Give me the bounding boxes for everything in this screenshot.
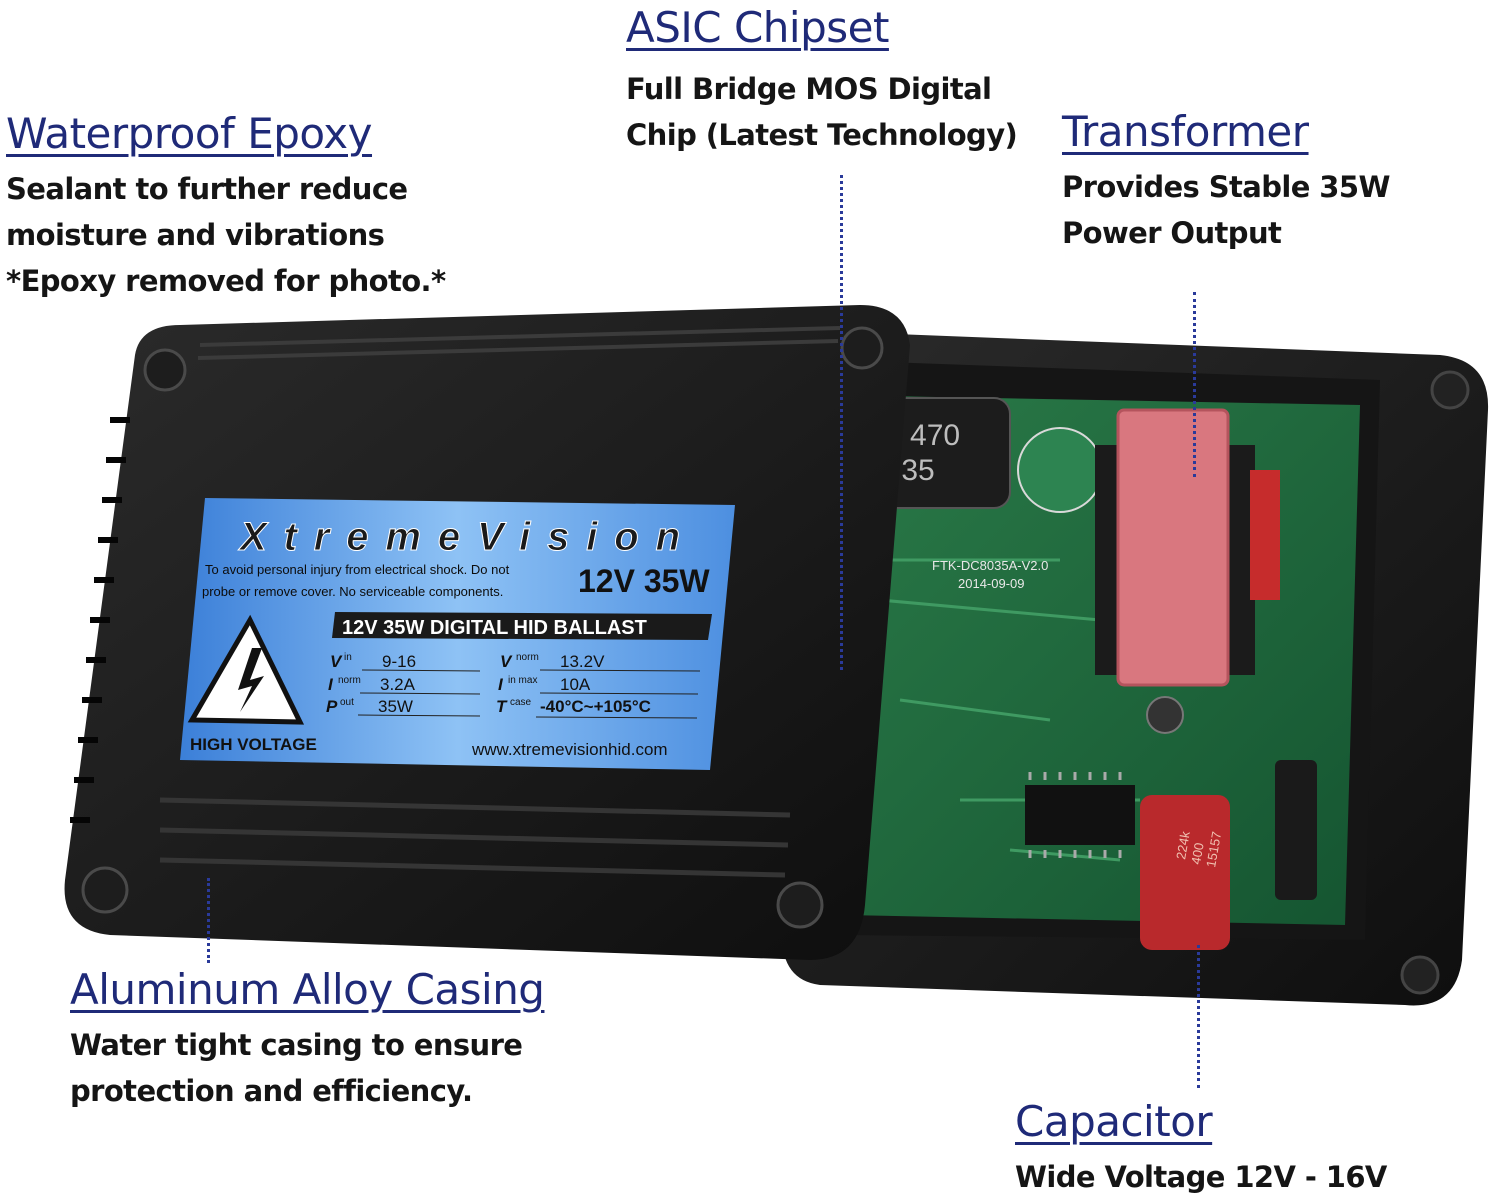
capacitor-line-1: Wide Voltage 12V - 16V <box>1015 1160 1387 1194</box>
asic-line-2: Chip (Latest Technology) <box>626 118 1018 152</box>
label-high-voltage: HIGH VOLTAGE <box>190 735 317 754</box>
svg-text:I: I <box>498 675 504 694</box>
casing-annotation: Aluminum Alloy Casing Water tight casing… <box>70 964 545 1114</box>
label-warning-2: probe or remove cover. No serviceable co… <box>202 584 503 599</box>
svg-text:norm: norm <box>516 652 539 663</box>
svg-text:15157: 15157 <box>1203 830 1224 868</box>
svg-text:I: I <box>328 675 334 694</box>
svg-text:400: 400 <box>1188 842 1207 866</box>
transformer-line-1: Provides Stable 35W <box>1062 170 1390 204</box>
casing-line-1: Water tight casing to ensure <box>70 1028 523 1062</box>
asic-chip <box>1025 785 1135 845</box>
svg-text:-40°C~+105°C: -40°C~+105°C <box>540 697 651 716</box>
svg-text:in max: in max <box>508 675 537 686</box>
asic-leader-line <box>840 175 843 670</box>
label-url: www.xtremevisionhid.com <box>471 740 668 759</box>
svg-text:9-16: 9-16 <box>382 652 416 671</box>
capacitor-annotation: Capacitor Wide Voltage 12V - 16V <box>1015 1096 1387 1200</box>
svg-text:in: in <box>344 652 352 663</box>
epoxy-title: Waterproof Epoxy <box>6 109 373 158</box>
label-warning-1: To avoid personal injury from electrical… <box>205 562 510 577</box>
epoxy-line-3: *Epoxy removed for photo.* <box>6 264 446 298</box>
svg-text:13.2V: 13.2V <box>560 652 605 671</box>
epoxy-annotation: Waterproof Epoxy Sealant to further redu… <box>6 108 446 304</box>
casing-leader-line <box>207 878 210 963</box>
transformer-annotation: Transformer Provides Stable 35W Power Ou… <box>1062 106 1390 256</box>
asic-line-1: Full Bridge MOS Digital <box>626 72 992 106</box>
label-product: 12V 35W DIGITAL HID BALLAST <box>342 617 647 639</box>
transformer <box>1095 408 1280 687</box>
epoxy-line-2: moisture and vibrations <box>6 218 385 252</box>
capacitor-leader-line <box>1197 945 1200 1088</box>
label-rating: 12V 35W <box>578 563 710 599</box>
svg-text:224k: 224k <box>1173 830 1193 861</box>
capacitor-title: Capacitor <box>1015 1097 1213 1146</box>
svg-text:T: T <box>496 697 508 716</box>
epoxy-line-1: Sealant to further reduce <box>6 172 408 206</box>
film-capacitor: 224k 400 15157 <box>1140 795 1230 950</box>
svg-text:35W: 35W <box>378 697 413 716</box>
svg-text:2014-09-09: 2014-09-09 <box>958 576 1025 591</box>
svg-text:case: case <box>510 697 532 708</box>
svg-text:norm: norm <box>338 675 361 686</box>
diode <box>1275 760 1317 900</box>
transformer-title: Transformer <box>1062 107 1309 156</box>
svg-text:3.2A: 3.2A <box>380 675 416 694</box>
svg-text:10A: 10A <box>560 675 591 694</box>
asic-title: ASIC Chipset <box>626 3 889 52</box>
casing-title: Aluminum Alloy Casing <box>70 965 545 1014</box>
svg-text:out: out <box>340 697 354 708</box>
casing-line-2: protection and efficiency. <box>70 1074 473 1108</box>
svg-text:V: V <box>330 652 343 671</box>
svg-text:FTK-DC8035A-V2.0: FTK-DC8035A-V2.0 <box>932 558 1048 573</box>
asic-annotation: ASIC Chipset Full Bridge MOS Digital Chi… <box>626 2 1018 158</box>
transformer-leader-line <box>1193 292 1196 477</box>
svg-text:V: V <box>500 652 513 671</box>
product-label: XtremeVision To avoid personal injury fr… <box>180 498 735 770</box>
transformer-line-2: Power Output <box>1062 216 1282 250</box>
svg-text:P: P <box>326 697 338 716</box>
